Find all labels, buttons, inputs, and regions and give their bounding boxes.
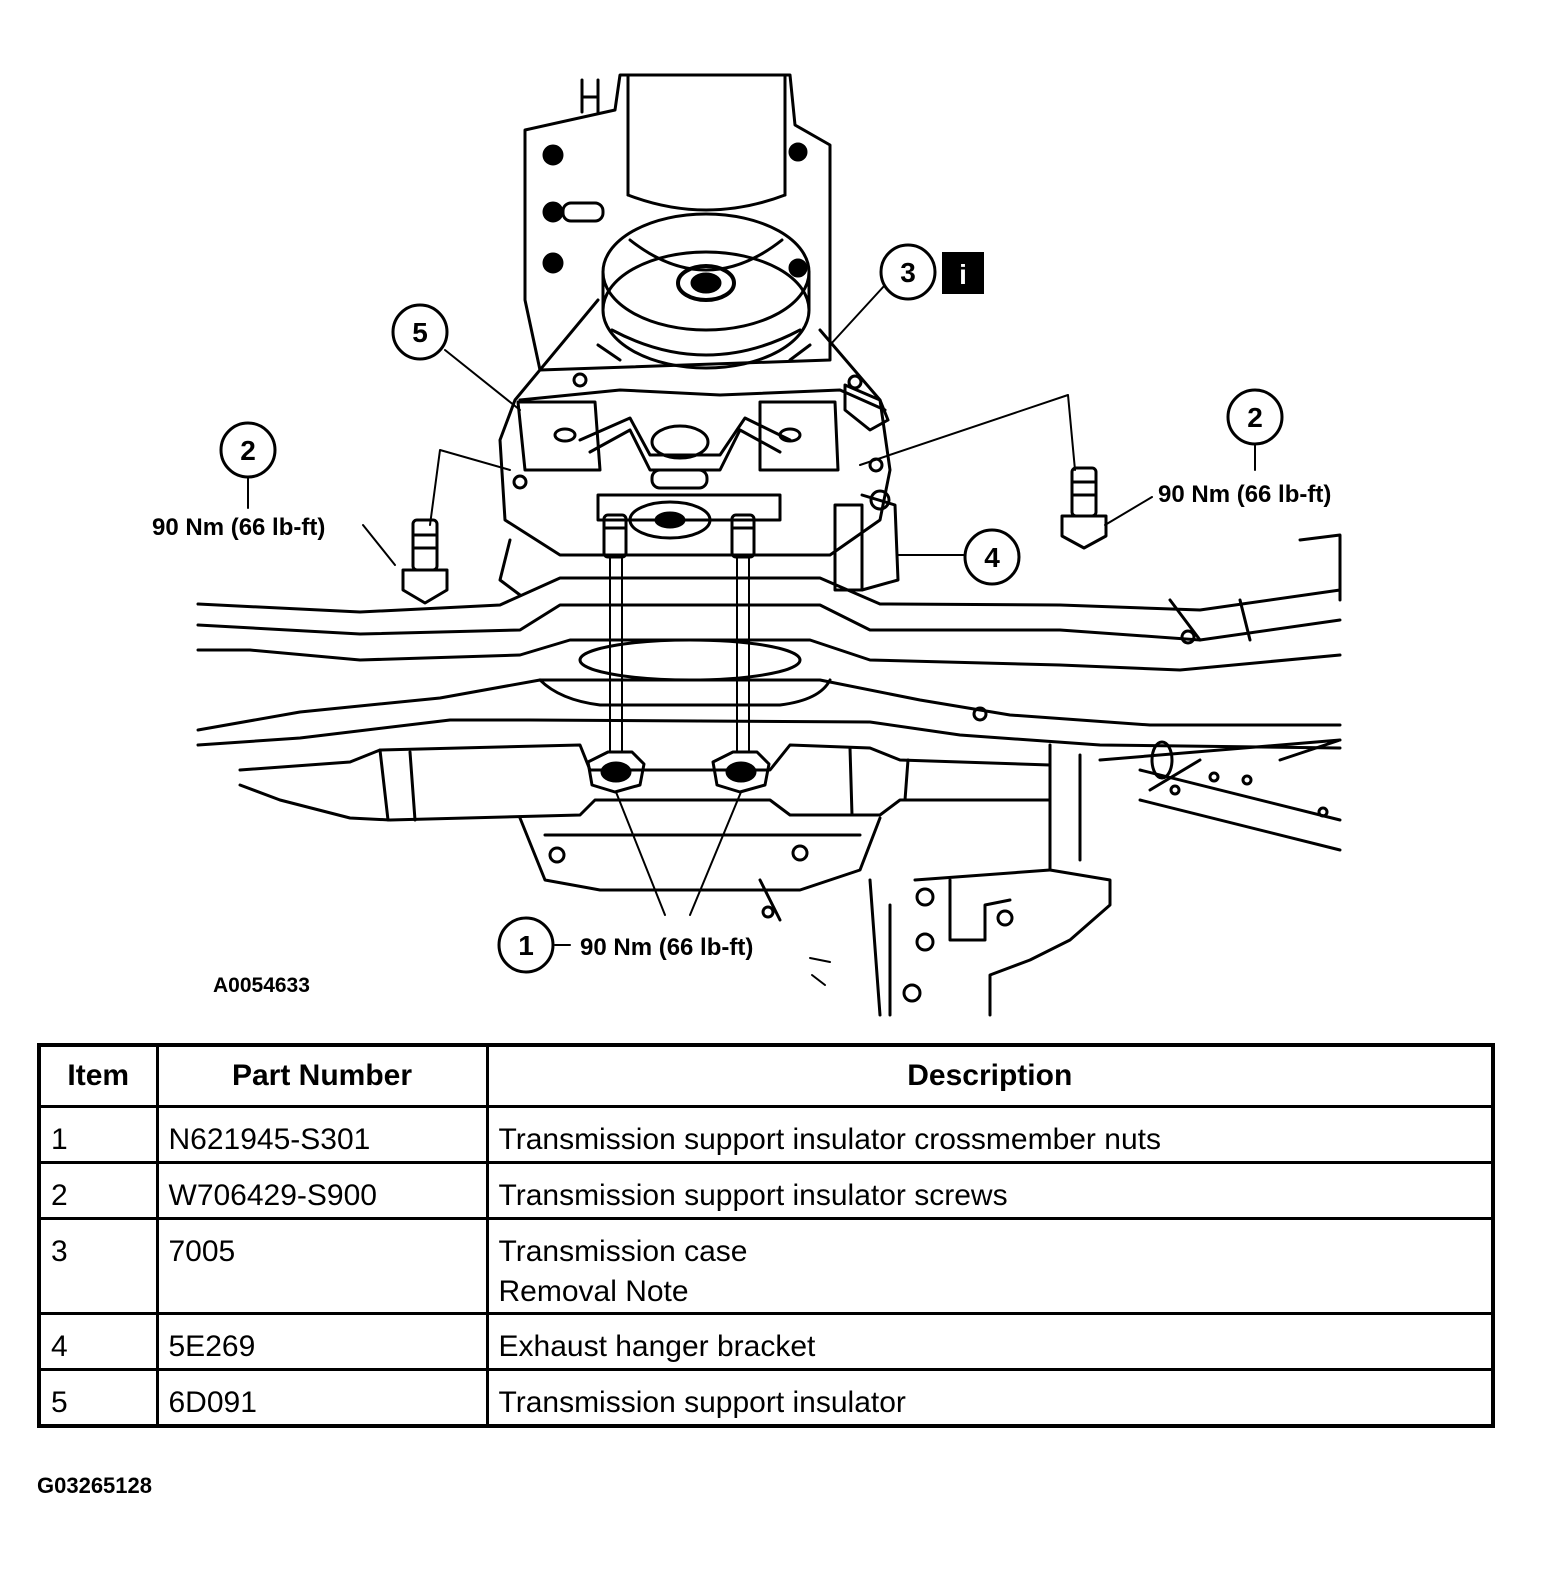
description-line: Exhaust hanger bracket: [498, 1330, 816, 1363]
cell-item: 5: [37, 1368, 159, 1427]
exhaust-hanger-bracket: [833, 489, 900, 592]
figure-id: A0054633: [213, 974, 310, 997]
rear-mount-plate: [523, 73, 832, 372]
callout-2-right-torque: 90 Nm (66 lb-ft): [1158, 481, 1331, 508]
callout-1-number: 1: [518, 930, 534, 961]
cell-description: Transmission support insulator: [485, 1368, 1495, 1427]
cell-item: 1: [37, 1105, 159, 1164]
description-line: Transmission support insulator screws: [498, 1179, 1008, 1212]
description-line: Transmission support insulator crossmemb…: [498, 1123, 1161, 1156]
footer-graphic-id: G03265128: [37, 1473, 152, 1498]
cell-description: Transmission support insulator crossmemb…: [485, 1105, 1495, 1164]
frame-rail-right: [868, 738, 1342, 1017]
screw-right: [1060, 466, 1108, 550]
cell-part-number: 6D091: [155, 1368, 489, 1427]
table-row: 3 7005 Transmission case Removal Note: [37, 1217, 1495, 1315]
callout-3-circle: [879, 243, 937, 301]
diagram-svg: [196, 73, 1342, 1017]
header-description: Description: [485, 1043, 1495, 1108]
info-icon-glyph: i: [959, 259, 967, 290]
exhaust-pipe: [238, 743, 1052, 822]
nut-left: [586, 750, 646, 794]
callout-1-circle: [497, 916, 555, 974]
exploded-view-diagram: 1 90 Nm (66 lb-ft) 2 90 Nm (66 lb-ft) 2 …: [152, 73, 1342, 1017]
cell-description: Transmission support insulator screws: [485, 1161, 1495, 1220]
table-row: 1 N621945-S301 Transmission support insu…: [37, 1105, 1495, 1164]
header-item: Item: [37, 1043, 159, 1108]
screw-left: [401, 518, 449, 605]
callout-1-torque: 90 Nm (66 lb-ft): [580, 934, 753, 961]
cell-item: 2: [37, 1161, 159, 1220]
crossmember: [196, 533, 1342, 750]
cell-part-number: 5E269: [155, 1312, 489, 1371]
table-row: 4 5E269 Exhaust hanger bracket: [37, 1312, 1495, 1371]
cell-description: Transmission case Removal Note: [485, 1217, 1495, 1315]
description-line: Transmission case: [498, 1235, 748, 1268]
callout-5-circle: [391, 303, 449, 361]
table-row: 5 6D091 Transmission support insulator: [37, 1368, 1495, 1427]
header-part-number: Part Number: [155, 1043, 489, 1108]
callout-4-number: 4: [984, 542, 1000, 573]
assembly-guide-lines: [609, 554, 750, 753]
table-row: 2 W706429-S900 Transmission support insu…: [37, 1161, 1495, 1220]
insulator-studs: [602, 513, 756, 559]
cell-item: 4: [37, 1312, 159, 1371]
callout-3-number: 3: [900, 257, 916, 288]
callout-2-left-circle: [219, 421, 277, 479]
callout-2-right-number: 2: [1247, 402, 1263, 433]
transmission-tailshaft: [601, 73, 811, 370]
diagram-labels: 1 90 Nm (66 lb-ft) 2 90 Nm (66 lb-ft) 2 …: [152, 257, 1331, 997]
leader-lines: [247, 284, 1256, 986]
callout-2-right-circle: [1226, 388, 1284, 446]
description-line: Transmission support insulator: [498, 1386, 906, 1419]
table-header-row: Item Part Number Description: [37, 1043, 1495, 1108]
transmission-case: [498, 298, 892, 597]
info-icon: [942, 252, 984, 294]
removal-note-link[interactable]: Removal Note: [498, 1275, 689, 1308]
cell-part-number: W706429-S900: [155, 1161, 489, 1220]
cell-part-number: N621945-S301: [155, 1105, 489, 1164]
parts-table: Item Part Number Description 1 N621945-S…: [37, 1043, 1495, 1428]
support-insulator: [516, 400, 840, 540]
callout-4-circle: [963, 528, 1021, 586]
cell-description: Exhaust hanger bracket: [485, 1312, 1495, 1371]
callout-5-number: 5: [412, 317, 428, 348]
callout-2-left-torque: 90 Nm (66 lb-ft): [152, 514, 325, 541]
cell-item: 3: [37, 1217, 159, 1315]
cell-part-number: 7005: [155, 1217, 489, 1315]
callout-2-left-number: 2: [240, 435, 256, 466]
